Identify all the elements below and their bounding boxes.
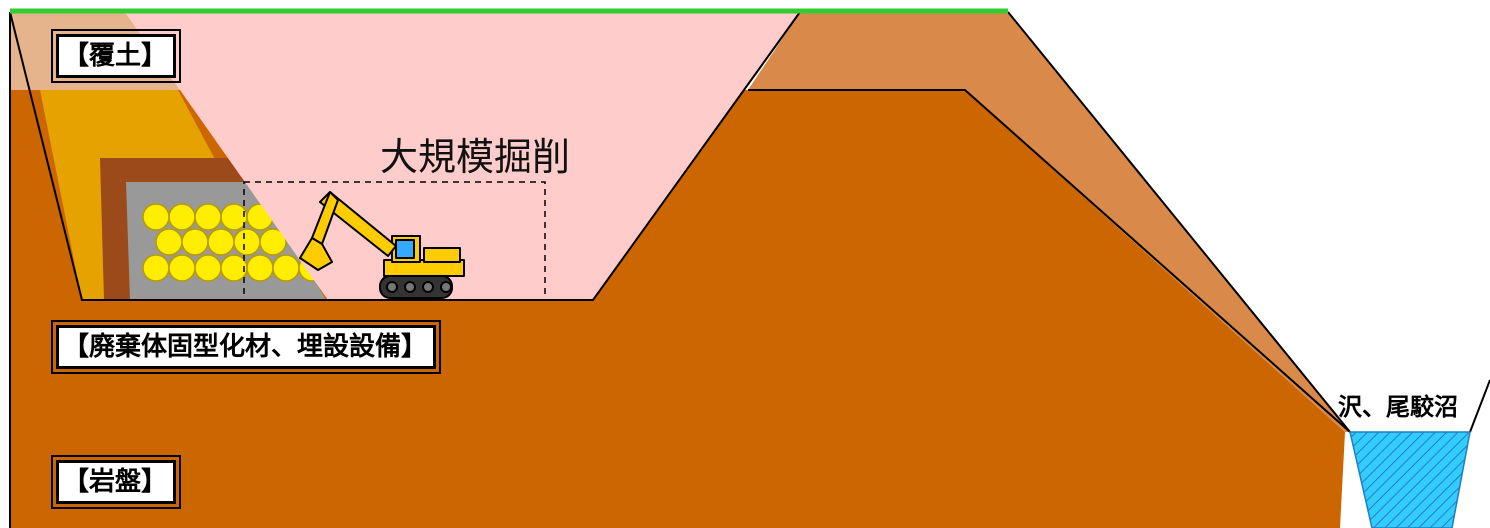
soil-cover-label: 【覆土】 xyxy=(50,29,182,83)
outline-lines xyxy=(9,11,1490,528)
water-hatch-icon xyxy=(1349,431,1471,528)
waste-packages xyxy=(142,203,326,282)
slope-soil xyxy=(748,12,1350,432)
waste-facility-label: 【廃棄体固型化材、埋設設備】 xyxy=(50,320,442,374)
excavation-zone xyxy=(125,12,800,300)
excavator-icon xyxy=(299,191,465,299)
marsh-label: 沢、尾駮沼 xyxy=(1338,393,1458,421)
excavation-label: 大規模掘削 xyxy=(380,135,571,179)
bedrock-label: 【岩盤】 xyxy=(50,455,182,509)
